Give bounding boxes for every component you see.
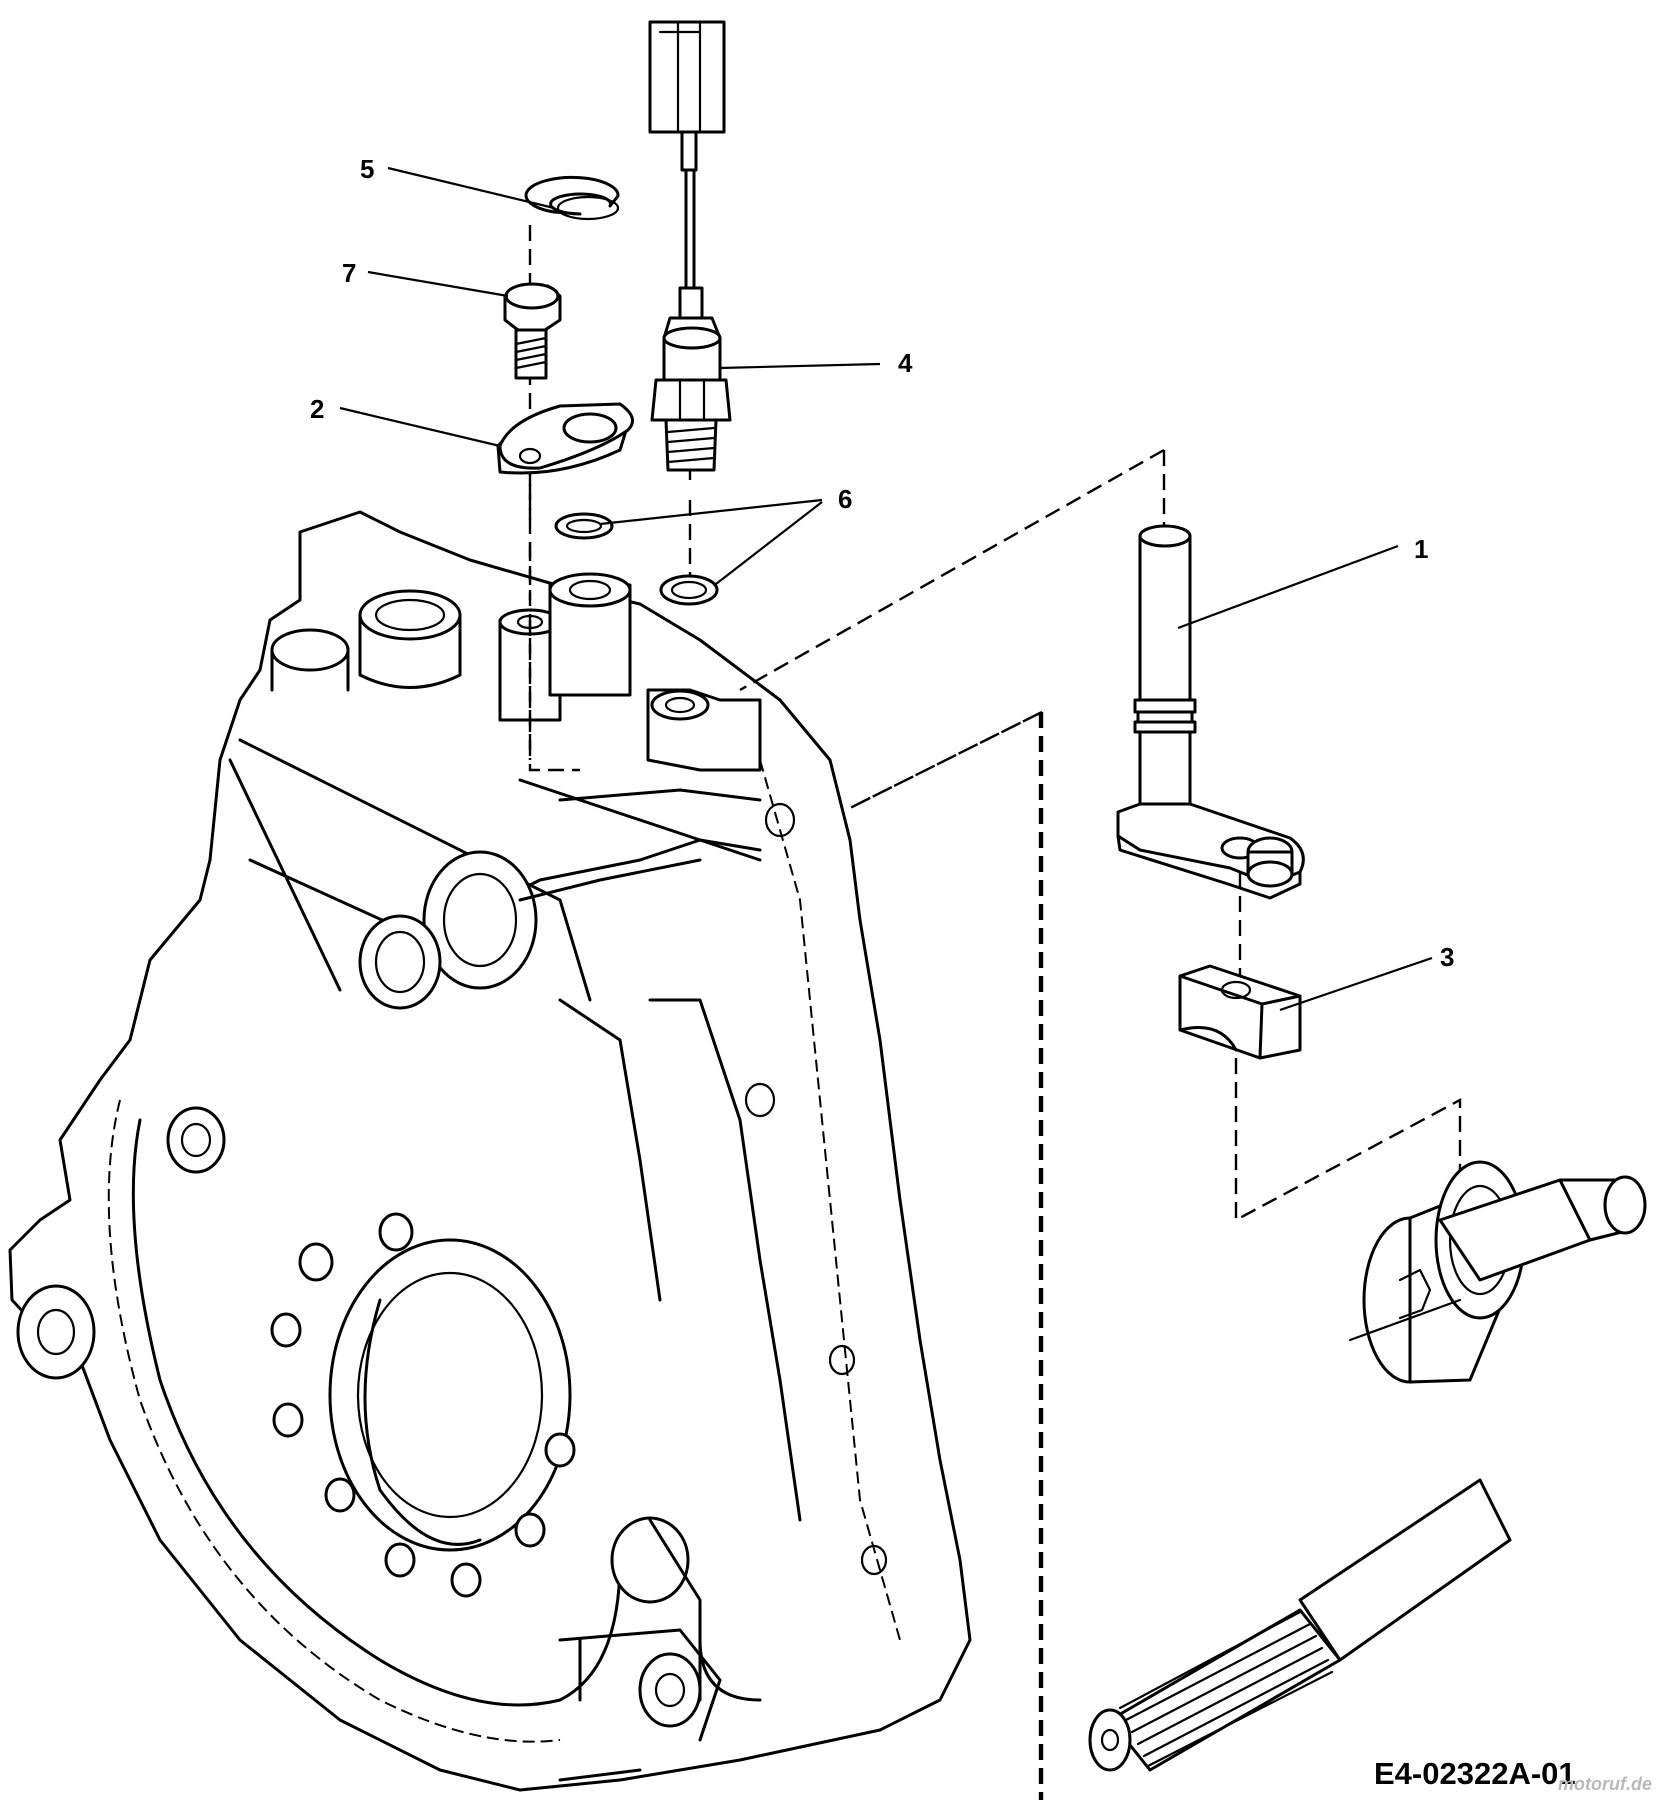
callout-6: 6 [838,484,852,514]
flange-bolt-holes [166,1106,576,1598]
part-shift-arm-shaft [1116,524,1305,900]
callout-5: 5 [360,154,374,184]
part-neutral-switch [648,20,732,472]
output-shaft-assembly [1088,1160,1647,1772]
part-bolt [503,282,562,380]
callout-7: 7 [342,258,356,288]
callout-3: 3 [1440,942,1454,972]
watermark-text: motoruf.de [1558,1774,1652,1794]
callout-2: 2 [310,394,324,424]
callout-labels: 5 7 2 4 6 1 3 [310,154,1454,972]
drawing-code: E4-02322A-01 [1374,1756,1576,1791]
callout-4: 4 [898,348,913,378]
callout-1: 1 [1414,534,1428,564]
transmission-housing [8,510,972,1792]
part-snap-ring [524,175,620,221]
part-retaining-plate [496,402,634,475]
assembly-lines [527,225,1462,1800]
callout-leaders [339,166,1433,1012]
part-shift-block [1178,964,1302,1060]
part-washers [554,512,719,606]
